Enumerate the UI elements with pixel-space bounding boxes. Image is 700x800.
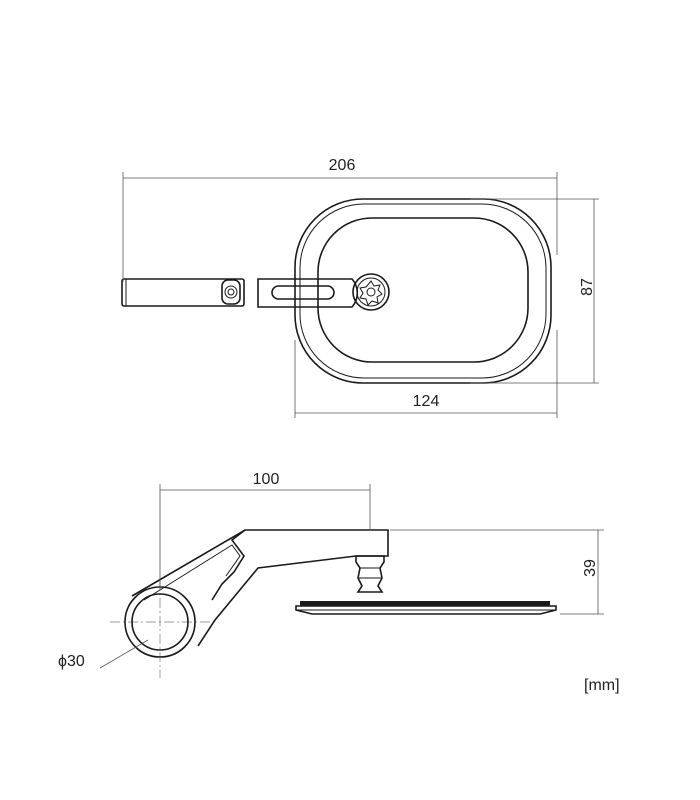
unit-label: [mm] <box>584 677 620 694</box>
mirror-inner-outline <box>299 203 547 379</box>
mirror-glass-outline <box>317 217 529 363</box>
side-view: 100 39 ϕ30 <box>58 471 604 678</box>
dim-overall-width: 206 <box>329 157 356 174</box>
mirror-plate-dark <box>300 601 550 606</box>
dim-reach: 100 <box>253 471 280 488</box>
clamp-bore <box>131 593 189 651</box>
arm-bolt <box>221 279 241 305</box>
pivot-stem <box>355 555 385 593</box>
arm-bar <box>121 278 245 307</box>
star-nut-icon <box>359 280 383 306</box>
pivot-ring <box>352 273 390 311</box>
mirror-outer-outline <box>294 198 552 384</box>
dim-clamp-diameter: ϕ30 <box>58 653 85 670</box>
dim-mirror-height: 87 <box>579 278 596 296</box>
dim-mirror-width: 124 <box>413 393 440 410</box>
adjustment-slot <box>271 285 335 300</box>
dim-height: 39 <box>582 559 599 577</box>
link-plate <box>257 278 359 308</box>
top-view: 206 124 87 <box>121 157 599 418</box>
diameter-leader <box>99 639 149 669</box>
